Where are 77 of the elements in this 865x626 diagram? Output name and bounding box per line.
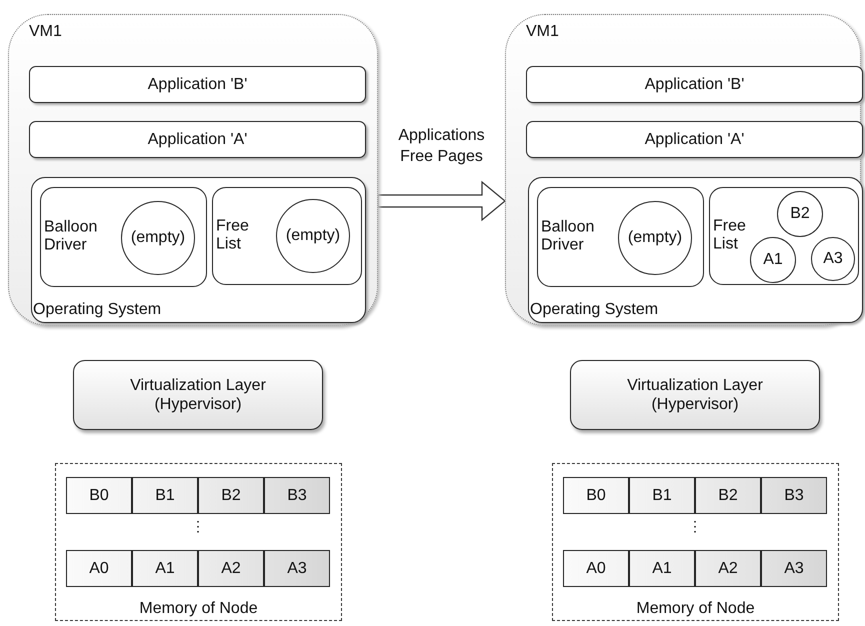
memory-page-cell — [66, 550, 132, 587]
component-box — [709, 187, 859, 285]
memory-page-cell — [563, 477, 629, 514]
memory-page-cell — [132, 550, 198, 587]
vm-container — [8, 14, 378, 326]
application-box — [526, 66, 863, 103]
memory-page-cell — [761, 550, 827, 587]
circle-label: B2 — [790, 205, 810, 223]
component-box — [537, 187, 704, 287]
memory-page-cell — [198, 550, 264, 587]
cell-label: B1 — [652, 486, 672, 504]
cell-label: A1 — [155, 560, 175, 578]
circle-label: A3 — [823, 250, 843, 268]
memory-page-cell — [695, 477, 761, 514]
memory-page-cell — [695, 550, 761, 587]
ellipsis-mark: ⋮ — [191, 518, 203, 534]
box-label: Free List — [713, 218, 747, 254]
memory-page-cell — [629, 477, 695, 514]
application-box — [526, 121, 863, 158]
cell-label: A0 — [586, 560, 606, 578]
cell-label: A2 — [718, 560, 738, 578]
cell-label: A0 — [89, 560, 109, 578]
memory-page-cell — [264, 477, 330, 514]
component-box — [40, 187, 207, 287]
page-circle — [811, 237, 855, 281]
vm-container — [505, 14, 861, 326]
memory-page-cell — [629, 550, 695, 587]
cell-label: B2 — [718, 486, 738, 504]
box-label: Memory of Node — [138, 600, 259, 618]
cell-label: B1 — [155, 486, 175, 504]
box-label: Application 'A' — [148, 130, 248, 148]
box-label: Virtualization Layer (Hypervisor) — [129, 376, 267, 414]
page-circle — [777, 191, 823, 237]
box-label: Operating System — [33, 300, 162, 319]
memory-page-cell — [563, 550, 629, 587]
cell-label: A1 — [652, 560, 672, 578]
container-title: VM1 — [29, 23, 62, 42]
ellipsis-mark: ⋮ — [688, 518, 700, 534]
container-title: VM1 — [526, 23, 559, 42]
box-label: Balloon Driver — [44, 218, 98, 256]
hypervisor-box — [73, 360, 323, 430]
memory-page-cell — [132, 477, 198, 514]
block-arrow — [377, 180, 506, 222]
circle-label: (empty) — [286, 227, 340, 245]
cell-label: A3 — [784, 560, 804, 578]
component-box — [212, 187, 362, 285]
hypervisor-box — [570, 360, 820, 430]
edge-label: Applications Free Pages — [397, 126, 486, 167]
circle-label: A1 — [763, 251, 783, 269]
box-label: Balloon Driver — [541, 218, 596, 256]
memory-page-cell — [761, 477, 827, 514]
memory-page-cell — [198, 477, 264, 514]
page-circle — [750, 237, 796, 283]
os-box — [528, 177, 863, 323]
application-box — [29, 121, 366, 158]
circle-label: (empty) — [130, 229, 186, 247]
memory-page-cell — [264, 550, 330, 587]
box-label: Free List — [216, 218, 250, 254]
box-label: Memory of Node — [635, 600, 756, 618]
memory-box — [55, 463, 342, 621]
memory-page-cell — [66, 477, 132, 514]
cell-label: B3 — [287, 486, 307, 504]
circle-label: (empty) — [628, 229, 682, 247]
cell-label: B0 — [586, 486, 606, 504]
os-box — [31, 177, 366, 323]
application-box — [29, 66, 366, 103]
box-label: Application 'B' — [644, 76, 744, 94]
box-label: Operating System — [530, 300, 658, 319]
box-label: Application 'B' — [148, 76, 248, 94]
cell-label: B0 — [89, 486, 109, 504]
box-label: Virtualization Layer (Hypervisor) — [626, 376, 764, 414]
cell-label: B2 — [221, 486, 241, 504]
box-label: Application 'A' — [644, 130, 744, 148]
cell-label: B3 — [784, 486, 804, 504]
cell-label: A3 — [287, 560, 307, 578]
memory-box — [552, 463, 839, 621]
cell-label: A2 — [221, 560, 241, 578]
